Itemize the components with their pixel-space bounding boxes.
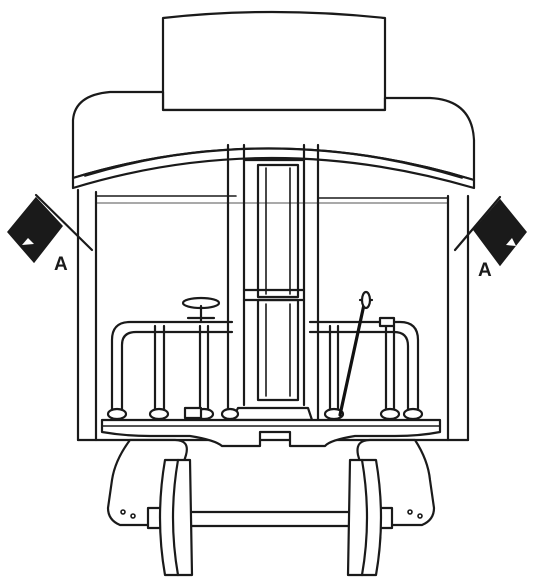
cab-roof (71, 90, 476, 190)
handwheel (181, 296, 221, 324)
chimney-box (161, 10, 387, 112)
right-handrail (308, 316, 424, 421)
left-flag: A (7, 193, 94, 275)
left-flag-label: A (54, 254, 68, 275)
right-flag: A (453, 195, 527, 281)
firebox-door-panel (226, 143, 320, 422)
cab-body (76, 188, 470, 442)
reversing-lever (338, 290, 374, 417)
right-flag-label: A (478, 260, 492, 281)
footplate (100, 418, 442, 448)
wheelset (146, 458, 394, 577)
left-handrail (106, 320, 240, 421)
